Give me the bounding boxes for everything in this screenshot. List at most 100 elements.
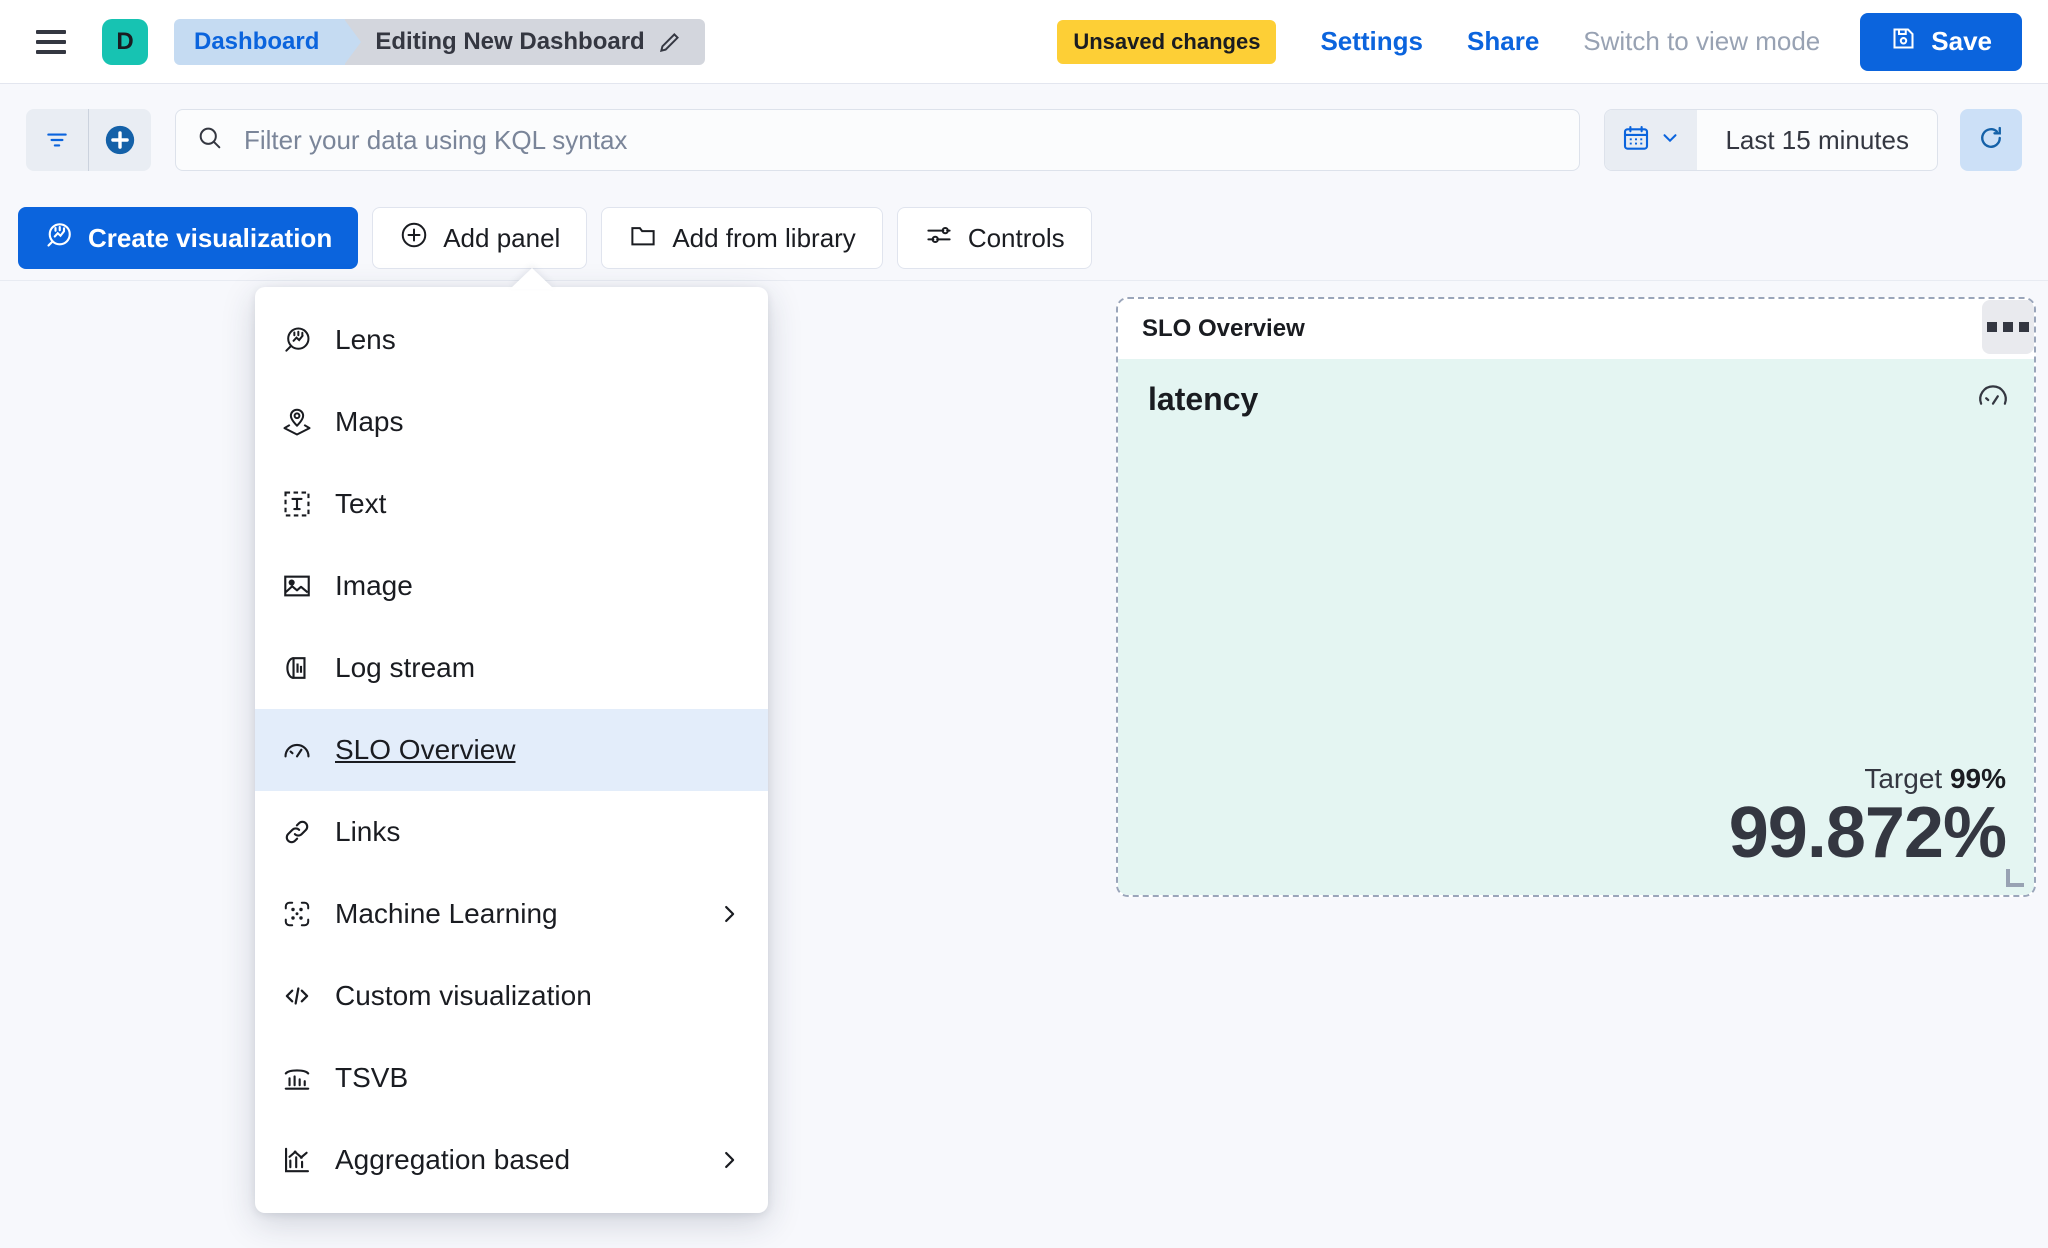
menu-item-label: Maps — [335, 406, 404, 437]
top-header: D Dashboard Editing New Dashboard Unsave… — [0, 0, 2048, 84]
refresh-icon — [1976, 123, 2006, 158]
menu-pointer-arrow — [510, 268, 554, 289]
menu-item-log-stream[interactable]: Log stream — [255, 627, 768, 709]
hamburger-bar — [36, 29, 66, 34]
create-visualization-label: Create visualization — [88, 222, 333, 253]
controls-sliders-icon — [924, 220, 954, 257]
menu-item-label: Log stream — [335, 652, 476, 683]
app-badge[interactable]: D — [102, 18, 148, 65]
menu-item-label: Aggregation based — [335, 1144, 571, 1175]
controls-button[interactable]: Controls — [896, 207, 1092, 269]
menu-item-label: SLO Overview — [335, 734, 516, 765]
slo-metric-name: latency — [1148, 381, 1259, 417]
breadcrumb-dashboard-label: Dashboard — [194, 27, 320, 55]
menu-item-maps[interactable]: Maps — [255, 381, 768, 463]
image-icon — [281, 570, 313, 602]
menu-item-label: Links — [335, 816, 401, 847]
add-panel-button[interactable]: Add panel — [372, 207, 588, 269]
text-box-icon — [281, 488, 313, 520]
create-visualization-button[interactable]: Create visualization — [18, 207, 359, 269]
hamburger-bar — [36, 39, 66, 44]
lens-icon — [44, 220, 74, 257]
hamburger-bar — [36, 49, 66, 54]
filter-icon[interactable] — [26, 109, 88, 171]
three-dots-icon — [2003, 322, 2013, 332]
menu-item-custom-visualization[interactable]: Custom visualization — [255, 955, 768, 1037]
date-picker: Last 15 minutes — [1604, 109, 1938, 171]
controls-label: Controls — [967, 222, 1065, 253]
breadcrumb-current-label: Editing New Dashboard — [375, 27, 645, 55]
refresh-button[interactable] — [1960, 109, 2022, 171]
filter-group — [26, 109, 151, 171]
add-from-library-button[interactable]: Add from library — [601, 207, 883, 269]
menu-item-label: Lens — [335, 324, 396, 355]
search-input[interactable]: Filter your data using KQL syntax — [175, 109, 1581, 171]
three-dots-icon — [2019, 322, 2029, 332]
link-icon — [281, 816, 313, 848]
switch-to-view-mode-link[interactable]: Switch to view mode — [1583, 26, 1821, 56]
search-input-placeholder: Filter your data using KQL syntax — [244, 124, 628, 155]
folder-icon — [628, 220, 658, 257]
dashboard-toolbar: Create visualization Add panel Add from … — [0, 196, 2048, 280]
three-dots-icon — [1987, 322, 1997, 332]
menu-item-lens[interactable]: Lens — [255, 299, 768, 381]
chevron-right-icon — [716, 901, 742, 927]
gauge-icon — [281, 734, 313, 766]
menu-item-label: Text — [335, 488, 387, 519]
menu-item-machine-learning[interactable]: Machine Learning — [255, 873, 768, 955]
save-disk-icon — [1890, 25, 1917, 59]
lens-icon — [281, 324, 313, 356]
panel-resize-handle[interactable] — [2006, 869, 2024, 887]
add-filter-button[interactable] — [89, 109, 151, 171]
menu-item-label: Image — [335, 570, 413, 601]
status-badge-unsaved: Unsaved changes — [1057, 19, 1277, 64]
slo-target: Target 99% — [1729, 763, 2006, 795]
menu-item-links[interactable]: Links — [255, 791, 768, 873]
breadcrumb-current[interactable]: Editing New Dashboard — [345, 18, 705, 65]
query-bar: Filter your data using KQL syntax Last 1… — [0, 84, 2048, 196]
menu-item-label: Machine Learning — [335, 898, 558, 929]
share-link[interactable]: Share — [1467, 26, 1540, 56]
machine-learning-icon — [281, 898, 313, 930]
calendar-icon — [1621, 123, 1651, 158]
menu-item-image[interactable]: Image — [255, 545, 768, 627]
gauge-icon — [1976, 379, 2010, 418]
panel-context-menu-button[interactable] — [1982, 300, 2034, 354]
code-icon — [281, 980, 313, 1012]
slo-target-label: Target — [1864, 763, 1943, 795]
menu-item-label: TSVB — [335, 1062, 409, 1093]
add-panel-label: Add panel — [443, 222, 561, 253]
hamburger-icon[interactable] — [36, 29, 66, 54]
time-range-value[interactable]: Last 15 minutes — [1725, 124, 1909, 155]
pencil-icon[interactable] — [657, 29, 683, 55]
chevron-right-icon — [716, 1147, 742, 1173]
aggregation-chart-icon — [281, 1144, 313, 1176]
slo-target-value: 99% — [1949, 763, 2006, 795]
settings-link[interactable]: Settings — [1320, 26, 1424, 56]
menu-item-tsvb[interactable]: TSVB — [255, 1037, 768, 1119]
menu-item-label: Custom visualization — [335, 980, 592, 1011]
app-badge-letter: D — [116, 27, 134, 55]
slo-readout: Target 99% 99.872% — [1729, 763, 2007, 873]
maps-pin-layers-icon — [281, 406, 313, 438]
calendar-quick-select-button[interactable] — [1605, 110, 1698, 170]
save-button-label: Save — [1931, 26, 1992, 56]
panel-header: SLO Overview — [1118, 299, 2034, 359]
panel-title: SLO Overview — [1142, 315, 1305, 342]
breadcrumb: Dashboard Editing New Dashboard — [174, 18, 705, 65]
menu-item-aggregation-based[interactable]: Aggregation based — [255, 1119, 768, 1201]
menu-item-text[interactable]: Text — [255, 463, 768, 545]
tsvb-bar-icon — [281, 1062, 313, 1094]
log-stream-icon — [281, 652, 313, 684]
plus-circle-icon — [399, 220, 429, 257]
chevron-down-icon — [1659, 127, 1681, 154]
panel-body: latency Target 99% 99.872% — [1118, 359, 2034, 895]
save-button[interactable]: Save — [1860, 12, 2022, 71]
breadcrumb-dashboard[interactable]: Dashboard — [174, 18, 362, 65]
add-from-library-label: Add from library — [672, 222, 856, 253]
divider — [88, 109, 89, 171]
slo-overview-panel[interactable]: SLO Overview latency Target 99% 99.872% — [1116, 297, 2036, 897]
search-icon — [196, 124, 224, 157]
menu-item-slo-overview[interactable]: SLO Overview — [255, 709, 768, 791]
